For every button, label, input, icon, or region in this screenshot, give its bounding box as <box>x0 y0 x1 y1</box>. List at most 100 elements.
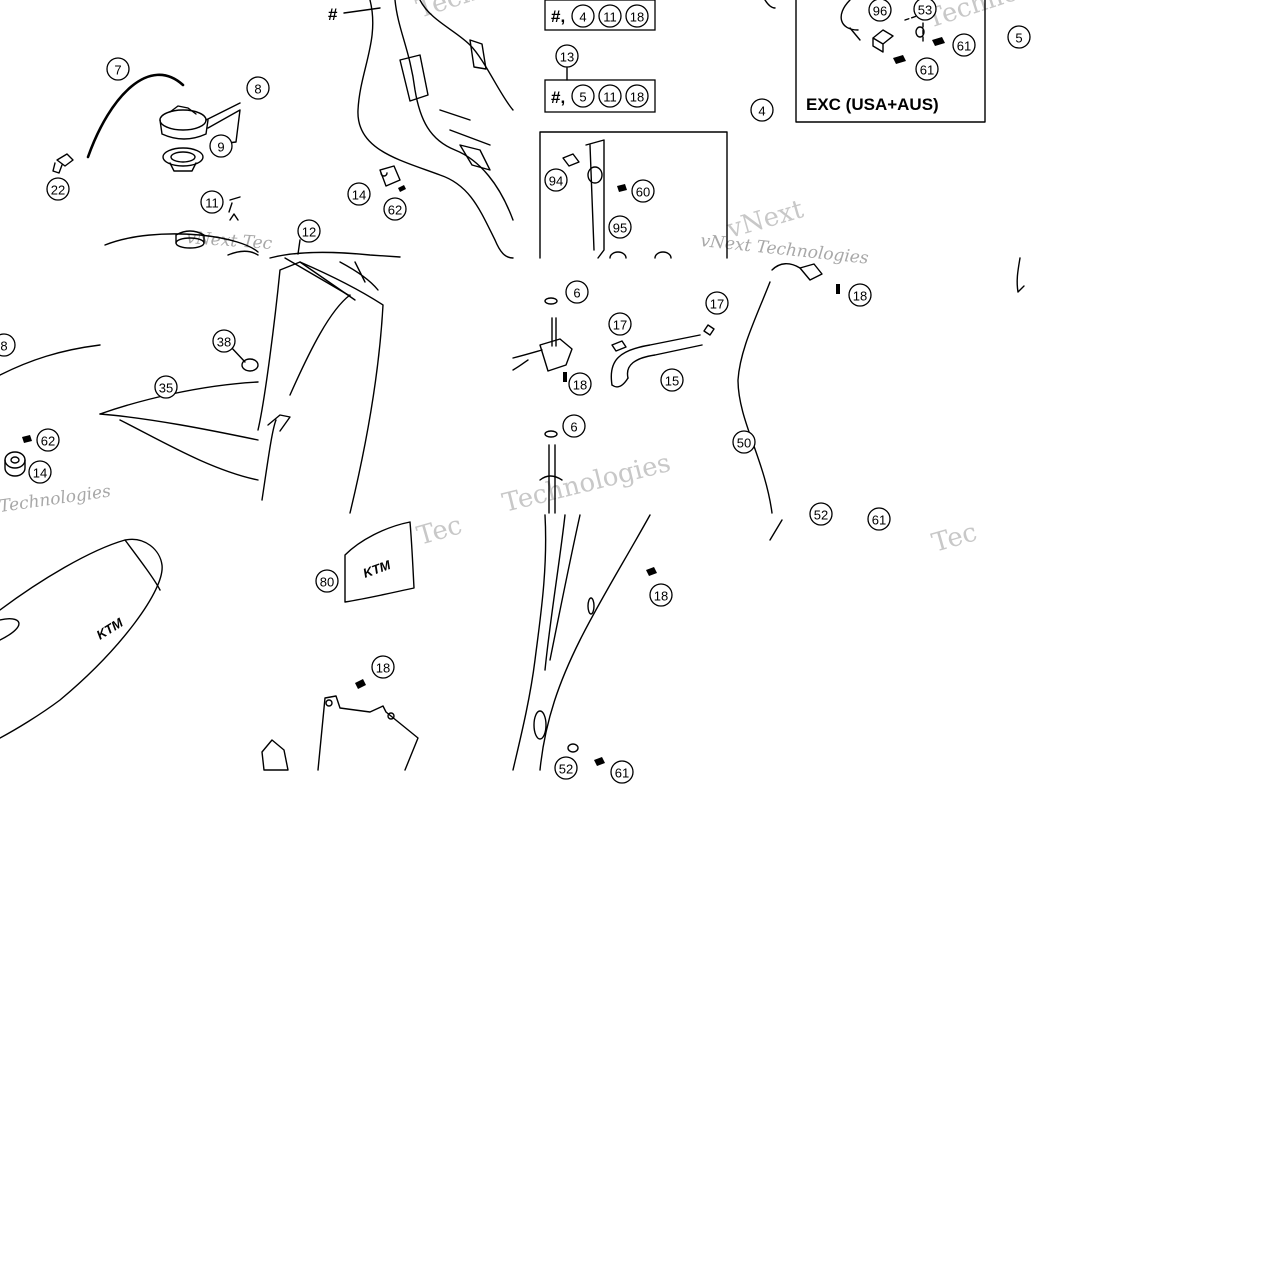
kit-item-11: 11 <box>598 84 622 108</box>
callout-17: 17 <box>705 291 729 315</box>
callout-circle <box>610 760 634 784</box>
callout-circle <box>660 368 684 392</box>
seat: KTM <box>0 538 163 739</box>
callout-circle <box>555 44 579 68</box>
tank-badge-and-bracket: KTM <box>261 521 419 771</box>
callout-number: 62 <box>388 203 402 218</box>
callout-number: 38 <box>217 335 231 350</box>
callout-circle <box>705 291 729 315</box>
variant-label: EXC (USA+AUS) <box>806 95 939 114</box>
callout-61: 61 <box>952 33 976 57</box>
callout-number: 95 <box>613 221 627 236</box>
watermark: Techno <box>413 0 512 25</box>
callout-number: 94 <box>549 174 563 189</box>
callout-number: 9 <box>217 140 224 155</box>
callout-4: 4 <box>750 98 774 122</box>
callout-52: 52 <box>554 756 578 780</box>
callout-number: 52 <box>559 762 573 777</box>
callout-number: 14 <box>352 188 366 203</box>
callout-7: 7 <box>106 57 130 81</box>
callout-circle <box>568 372 592 396</box>
callout-number: 22 <box>51 183 65 198</box>
callout-number: 61 <box>872 513 886 528</box>
callout-circle <box>209 134 233 158</box>
callout-61: 61 <box>867 507 891 531</box>
kit-box-prefix: #, <box>551 7 565 26</box>
callout-61: 61 <box>610 760 634 784</box>
callout-number: 18 <box>853 289 867 304</box>
callout-number: 61 <box>957 39 971 54</box>
callout-circle <box>608 312 632 336</box>
kit-item-circle <box>571 84 595 108</box>
hash-marker: # <box>328 5 338 24</box>
callout-number: 14 <box>33 466 47 481</box>
kit-box-prefix: #, <box>551 88 565 107</box>
callout-circle <box>631 179 655 203</box>
callout-22: 22 <box>46 177 70 201</box>
callout-18: 18 <box>568 372 592 396</box>
callout-circle <box>1007 25 1031 49</box>
callout-number: 80 <box>320 575 334 590</box>
fuel-cap-assembly <box>52 73 259 256</box>
callout-5: 5 <box>1007 25 1031 49</box>
callout-number: 53 <box>918 3 932 18</box>
kit-item-circle <box>625 4 649 28</box>
callout-95: 95 <box>608 215 632 239</box>
side-cover <box>737 257 1025 514</box>
callout-8: 8 <box>246 76 270 100</box>
watermark: Technologies <box>499 448 673 519</box>
callout-number: 6 <box>573 286 580 301</box>
kit-item-circle <box>598 4 622 28</box>
kit-item-number: 4 <box>579 10 586 25</box>
kit-item-4: 4 <box>571 4 595 28</box>
callout-circle <box>212 329 236 353</box>
callout-circle <box>913 0 937 21</box>
kit-item-18: 18 <box>625 84 649 108</box>
kit-item-11: 11 <box>598 4 622 28</box>
callout-11: 11 <box>200 190 224 214</box>
callout-14: 14 <box>28 460 52 484</box>
exc-variant-box: EXC (USA+AUS) <box>764 0 986 123</box>
callout-circle <box>246 76 270 100</box>
kit-item-circle <box>625 84 649 108</box>
fuel-tank <box>0 344 259 481</box>
radiator-shroud <box>257 257 384 514</box>
callout-50: 50 <box>732 430 756 454</box>
seat-ktm-logo: KTM <box>94 614 127 642</box>
bracket-detail-box <box>539 131 728 259</box>
callout-circle <box>200 190 224 214</box>
callout-number: 8 <box>0 339 7 354</box>
callout-18: 18 <box>371 655 395 679</box>
callout-number: 18 <box>654 589 668 604</box>
callout-number: 17 <box>613 318 627 333</box>
callout-circle <box>297 219 321 243</box>
callout-number: 5 <box>1015 31 1022 46</box>
kit-item-number: 18 <box>630 10 644 25</box>
callout-circle <box>46 177 70 201</box>
callout-circle <box>848 283 872 307</box>
callout-number: 12 <box>302 225 316 240</box>
watermark: Technologies <box>0 481 112 517</box>
callout-62: 62 <box>383 197 407 221</box>
callout-17: 17 <box>608 312 632 336</box>
tank-shroud-upper: # <box>229 0 514 259</box>
callout-35: 35 <box>154 375 178 399</box>
callout-circle <box>565 280 589 304</box>
callout-circle <box>554 756 578 780</box>
callout-18: 18 <box>649 583 673 607</box>
callout-52: 52 <box>809 502 833 526</box>
kit-item-circle <box>598 84 622 108</box>
callout-number: 18 <box>573 378 587 393</box>
callout-60: 60 <box>631 179 655 203</box>
callout-circle <box>952 33 976 57</box>
callout-number: 18 <box>376 661 390 676</box>
callout-number: 13 <box>560 50 574 65</box>
callout-96: 96 <box>868 0 892 22</box>
callout-number: 50 <box>737 436 751 451</box>
callout-circle <box>0 333 16 357</box>
callout-circle <box>915 57 939 81</box>
kit-item-5: 5 <box>571 84 595 108</box>
callout-circle <box>154 375 178 399</box>
kit-item-number: 5 <box>579 90 586 105</box>
